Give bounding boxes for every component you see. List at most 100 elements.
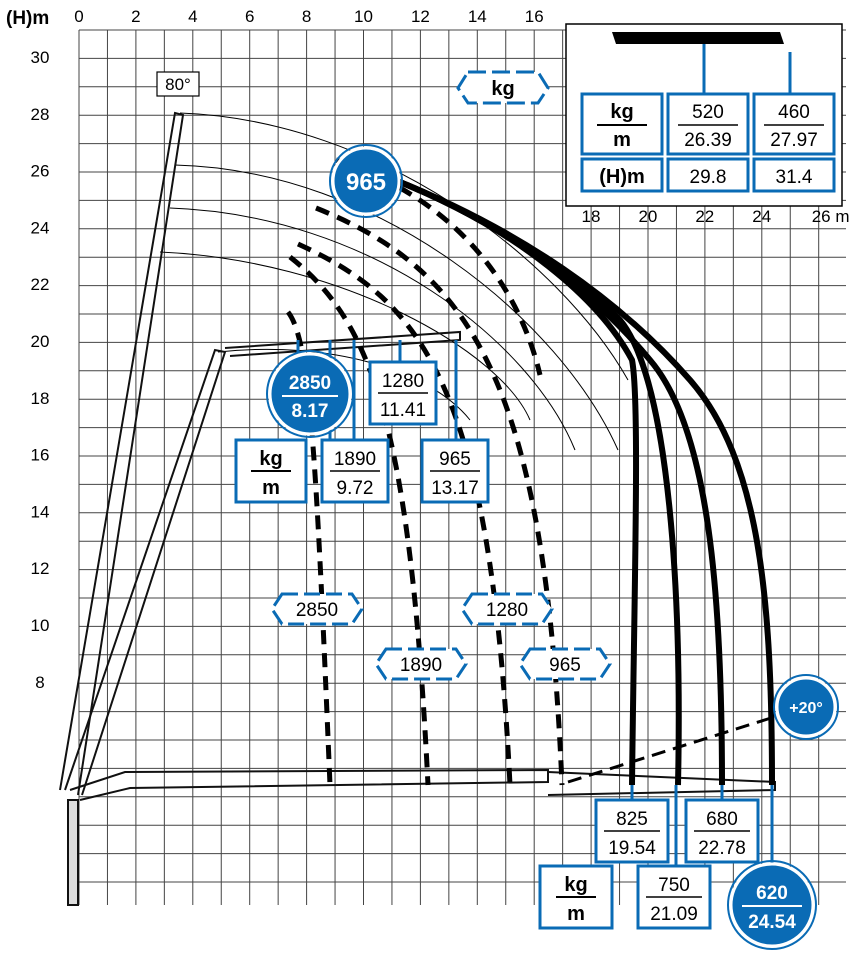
curve-tag-1280 (460, 592, 554, 626)
jib-circle-620-ring (727, 860, 817, 950)
crane-jib-horizontal (547, 771, 776, 796)
inset-col1-m: 26.39 (684, 130, 732, 151)
load-2850-kg: 2850 (289, 373, 331, 394)
jib-angle-label: +20° (789, 700, 823, 717)
y-tick-label: 14 (31, 502, 50, 521)
curve-label-1890: 1890 (400, 655, 442, 676)
inset-table (580, 92, 836, 193)
crane-boom-mid (64, 348, 227, 796)
kg-tag-top-label: kg (491, 78, 514, 100)
curve-tag-1890 (374, 647, 468, 681)
x-tick-label: 6 (245, 7, 254, 26)
x-tick-label: 0 (74, 7, 83, 26)
curve-label-965: 965 (549, 655, 581, 676)
load-curve-965 (315, 205, 565, 786)
boom-icon (612, 32, 784, 44)
kg-tag-top (456, 70, 550, 105)
crane-drawing (59, 111, 776, 906)
angle-80-label: 80° (165, 75, 191, 94)
unit-box-left-kg: kg (259, 448, 282, 470)
y-tick-label: 26 (31, 162, 50, 181)
curve-tag-2850 (270, 592, 364, 626)
y-tick-label: 28 (31, 105, 50, 124)
load-circle-2850 (268, 352, 352, 436)
jib-angle-circle (775, 676, 837, 738)
load-1280-m: 11.41 (380, 400, 426, 421)
jib-680-m: 22.78 (698, 838, 746, 859)
load-curve-1280 (296, 241, 513, 786)
unit-box-bottom-kg: kg (564, 874, 587, 896)
y-tick-label: 22 (31, 275, 50, 294)
jib-angle-circle-ring (773, 674, 839, 740)
y-tick-label: 8 (35, 673, 44, 692)
crane-boom-horizontal (69, 768, 549, 801)
y-tick-label: 20 (31, 332, 50, 351)
top-load-circle (331, 146, 401, 216)
x-tick-label: 4 (188, 7, 197, 26)
curve-tag-965 (518, 647, 612, 681)
inset-height-col1 (666, 157, 750, 193)
y-tick-label: 12 (31, 559, 50, 578)
y-tick-label: 30 (31, 48, 50, 67)
inset-height-col2 (752, 157, 836, 193)
jib-750-kg: 750 (658, 875, 690, 896)
y-tick-label: 24 (31, 218, 50, 237)
curve-label-2850: 2850 (296, 600, 338, 621)
jib-620-m: 24.54 (748, 912, 796, 933)
inset-col2-m: 27.97 (770, 130, 818, 151)
x-axis-ticks-top: 0 2 4 6 8 10 12 14 16 (74, 7, 543, 26)
load-965-kg: 965 (439, 449, 471, 470)
x-tick-label: 16 (525, 7, 544, 26)
inset-cell-col2 (752, 92, 836, 156)
top-load-circle-ring (329, 144, 403, 218)
unit-box-left-m: m (262, 477, 280, 499)
reach-arc (179, 112, 629, 381)
inset-m-label: m (613, 129, 631, 151)
inset-col1-kg: 520 (692, 102, 724, 123)
y-tick-label: 16 (31, 446, 50, 465)
x-tick-label: 10 (354, 7, 373, 26)
x-tick-label: 12 (411, 7, 430, 26)
load-965-m: 13.17 (431, 478, 479, 499)
load-1280-kg: 1280 (382, 371, 424, 392)
y-axis-ticks: 30 28 26 24 22 20 18 16 14 12 10 8 (31, 48, 50, 692)
curve-label-1280: 1280 (486, 600, 528, 621)
crane-jib-mid (224, 330, 461, 357)
load-circle-2850-ring (266, 350, 354, 438)
y-tick-label: 10 (31, 616, 50, 635)
reach-arc (159, 251, 531, 421)
jib-620-kg: 620 (756, 883, 788, 904)
x-tick-label: 14 (468, 7, 487, 26)
x-tick-label-inset: 22 (695, 207, 714, 226)
inset-col2-kg: 460 (778, 102, 810, 123)
reach-arc (169, 207, 576, 451)
x-tick-label: 8 (302, 7, 311, 26)
y-axis-label: (H)m (6, 8, 49, 29)
angle-80-box (156, 71, 200, 97)
reach-arcs (159, 112, 629, 451)
inset-height-label: (H)m (599, 166, 645, 188)
jib-680-kg: 680 (706, 809, 738, 830)
x-tick-label-inset: 24 (752, 207, 771, 226)
unit-box-bottom-m: m (567, 903, 585, 925)
jib-825-kg: 825 (616, 809, 648, 830)
bottom-connectors (630, 785, 774, 866)
inset-unit-cell (580, 92, 664, 156)
jib-curve-620 (393, 177, 775, 786)
jib-750-m: 21.09 (650, 904, 698, 925)
curve-label-tags (270, 592, 612, 681)
y-tick-label: 18 (31, 389, 50, 408)
top-load-value: 965 (346, 169, 386, 196)
reach-arc (174, 164, 619, 451)
x-tick-label-inset: 26 m (812, 207, 850, 226)
load-1890-kg: 1890 (334, 449, 376, 470)
x-tick-label: 2 (131, 7, 140, 26)
unit-box-bottom (538, 864, 614, 930)
crane-column (67, 799, 79, 906)
inset-cell-col1 (666, 92, 750, 156)
load-2850-m: 8.17 (292, 401, 329, 422)
x-tick-label-inset: 18 (582, 207, 601, 226)
load-1890-m: 9.72 (337, 478, 374, 499)
